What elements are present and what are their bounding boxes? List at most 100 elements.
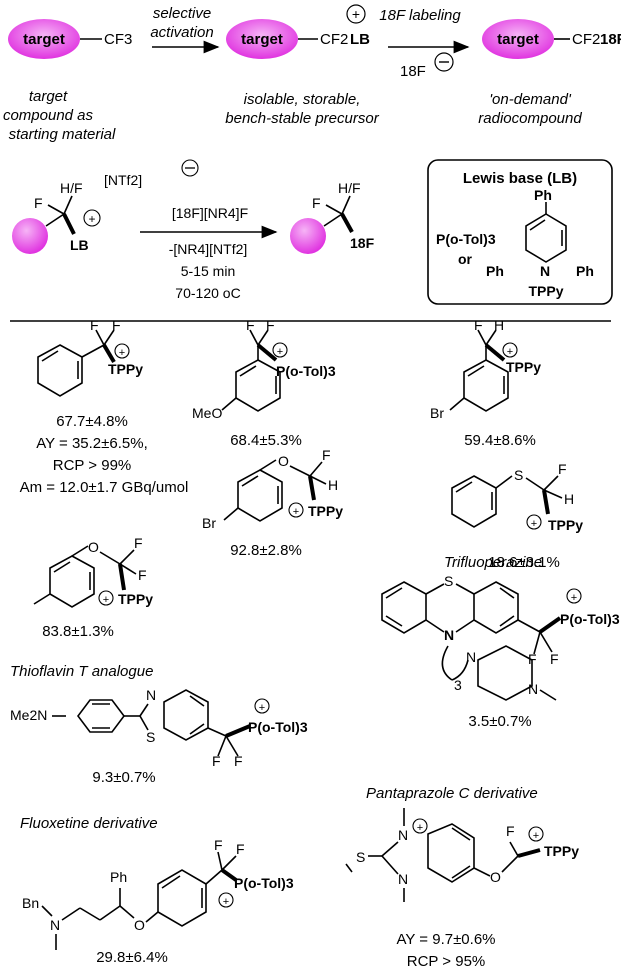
svg-text:F: F	[506, 823, 515, 839]
c7-yield: 3.5±0.7%	[468, 713, 531, 730]
svg-text:H: H	[494, 317, 504, 333]
svg-text:+: +	[88, 212, 95, 226]
gen-hf: H/F	[60, 180, 83, 196]
svg-text:F: F	[234, 753, 243, 769]
svg-text:F: F	[236, 841, 245, 857]
c4-sub: Br	[202, 515, 216, 531]
c10-lb: P(o-Tol)3	[234, 875, 294, 891]
c10-yield: 29.8±6.4%	[96, 949, 168, 966]
lb-ph-right: Ph	[576, 263, 594, 279]
compound-c4: O F H TPPy + Br 92.8±2.8%	[202, 447, 343, 559]
caption-left-1: target	[29, 88, 68, 105]
c9-name: Pantaprazole C derivative	[366, 785, 538, 802]
c1-am: Am = 12.0±1.7 GBq/umol	[20, 479, 189, 496]
lb-tppy: TPPy	[528, 283, 563, 299]
svg-text:F: F	[138, 567, 147, 583]
svg-text:+: +	[293, 506, 299, 518]
svg-text:H: H	[328, 477, 338, 493]
target-pill-1	[8, 19, 80, 59]
svg-text:F: F	[528, 651, 537, 667]
minus-charge-icon	[434, 52, 454, 72]
c7-lb: P(o-Tol)3	[560, 611, 620, 627]
c8-yield: 9.3±0.7%	[92, 769, 155, 786]
caption-mid-2: bench-stable precursor	[225, 110, 379, 127]
arrow1-label-1: selective	[153, 5, 211, 22]
top-scheme: target CF3 selective activation target C…	[3, 4, 621, 143]
c2-sub: MeO	[192, 405, 222, 421]
c9-lb: TPPy	[544, 843, 579, 859]
plus-charge-icon	[346, 4, 366, 24]
svg-text:S: S	[444, 573, 453, 589]
c1-yield: 67.7±4.8%	[56, 413, 128, 430]
svg-text:O: O	[134, 917, 145, 933]
gen-reagent: [18F][NR4]F	[172, 205, 248, 221]
compound-c2: F F P(o-Tol)3 + MeO 68.4±5.3%	[192, 317, 336, 449]
precursor-lb: LB	[350, 31, 370, 48]
compound-c7: Trifluoperazine S N F F P(o-Tol)3 + 3 N …	[381, 554, 620, 730]
c1-rcp: RCP > 99%	[53, 457, 132, 474]
lb-ph-top: Ph	[534, 187, 552, 203]
caption-right-2: radiocompound	[478, 110, 582, 127]
svg-text:+: +	[531, 518, 537, 530]
svg-text:F: F	[558, 461, 567, 477]
svg-text:+: +	[223, 896, 229, 908]
svg-text:O: O	[490, 869, 501, 885]
lb-n: N	[540, 263, 550, 279]
svg-text:N: N	[50, 917, 60, 933]
svg-text:N: N	[398, 871, 408, 887]
c6-lb: TPPy	[118, 591, 153, 607]
svg-text:F: F	[134, 535, 143, 551]
c6-yield: 83.8±1.3%	[42, 623, 114, 640]
c1-lb: TPPy	[108, 361, 143, 377]
prod-hf: H/F	[338, 180, 361, 196]
c9-ay: AY = 9.7±0.6%	[397, 931, 496, 948]
c5-lb: TPPy	[548, 517, 583, 533]
compound-c8: Thioflavin T analogue Me2N N S F F P(o-T…	[10, 663, 308, 786]
lb-or: or	[458, 251, 473, 267]
svg-text:N: N	[528, 681, 538, 697]
svg-text:Ph: Ph	[110, 869, 127, 885]
svg-text:S: S	[356, 849, 365, 865]
prod-f: F	[312, 195, 321, 211]
c2-lb: P(o-Tol)3	[276, 363, 336, 379]
general-reaction: F H/F LB + [NTf2] [18F][NR4]F -[NR4][NTf…	[12, 159, 375, 301]
gen-byproduct: -[NR4][NTf2]	[169, 241, 248, 257]
c10-name: Fluoxetine derivative	[20, 815, 158, 832]
svg-text:F: F	[214, 837, 223, 853]
svg-text:3: 3	[454, 677, 462, 693]
svg-text:O: O	[278, 453, 289, 469]
c8-lb: P(o-Tol)3	[248, 719, 308, 735]
caption-left-3: starting material	[9, 126, 116, 143]
svg-text:+: +	[103, 594, 109, 606]
svg-text:+: +	[352, 6, 360, 22]
c4-lb: TPPy	[308, 503, 343, 519]
svg-text:F: F	[212, 753, 221, 769]
svg-text:F: F	[246, 317, 255, 333]
svg-text:+: +	[277, 346, 283, 358]
svg-text:+: +	[533, 830, 539, 842]
caption-right-1: 'on-demand'	[489, 91, 572, 108]
target-pill-2-label: target	[241, 31, 283, 48]
gen-counterion: [NTf2]	[104, 172, 142, 188]
product-cf2: CF2	[572, 31, 600, 48]
c5-yield: 18.6±3.1%	[488, 554, 560, 571]
svg-text:N: N	[146, 687, 156, 703]
svg-text:O: O	[88, 539, 99, 555]
svg-text:+: +	[507, 346, 513, 358]
svg-text:N: N	[444, 627, 454, 643]
compound-c9: Pantaprazole C derivative S N N + O F TP…	[345, 785, 579, 970]
target-pill-2	[226, 19, 298, 59]
prod-18f: 18F	[350, 235, 375, 251]
svg-text:F: F	[266, 317, 275, 333]
gen-time: 5-15 min	[181, 263, 235, 279]
svg-text:F: F	[322, 447, 331, 463]
compound-c1: F F TPPy + 67.7±4.8% AY = 35.2±6.5%, RCP…	[20, 317, 189, 496]
c7-name: Trifluoperazine	[444, 554, 542, 571]
svg-text:+: +	[259, 702, 265, 714]
svg-text:H: H	[564, 491, 574, 507]
c3-yield: 59.4±8.6%	[464, 432, 536, 449]
caption-left-2: compound as	[3, 107, 94, 124]
svg-text:F: F	[550, 651, 559, 667]
